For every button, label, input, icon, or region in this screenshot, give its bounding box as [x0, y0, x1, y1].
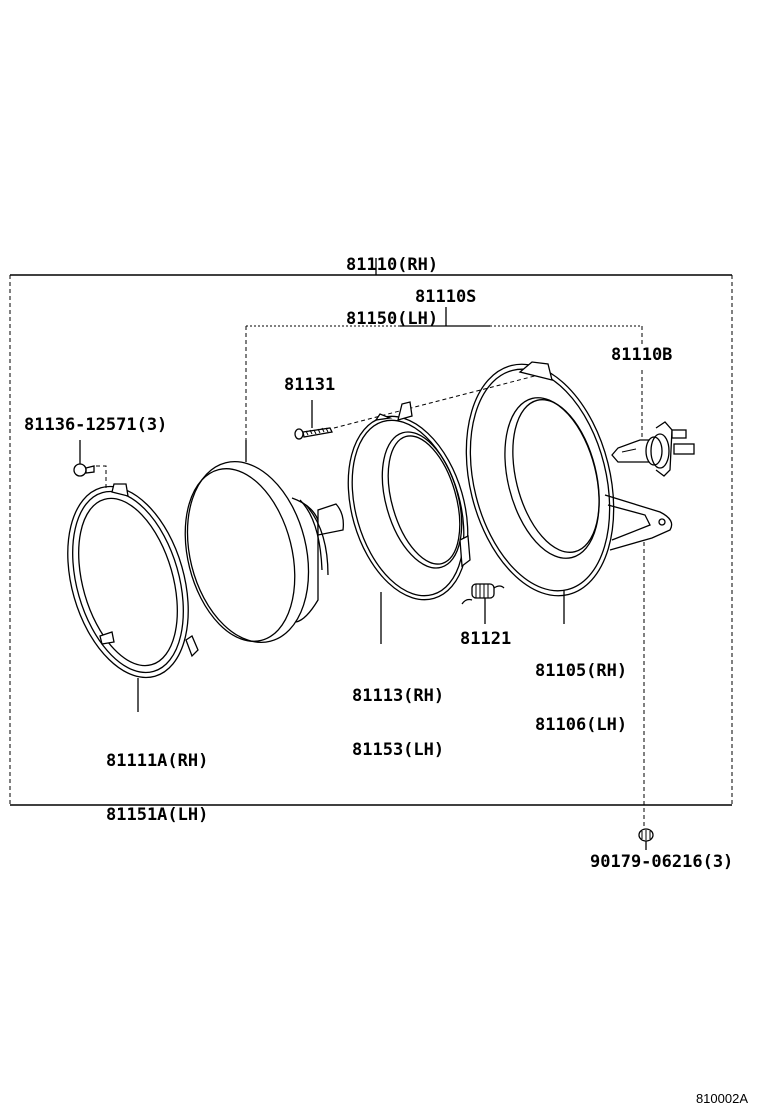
- part-label-ring-screw: 81136-12571(3): [24, 415, 168, 435]
- nut-icon: [638, 828, 654, 850]
- mounting-ring-icon: [347, 401, 471, 644]
- part-label-retaining-ring: 81111A(RH) 81151A(LH): [106, 716, 208, 860]
- part-label-adjusting-screw: 81131: [284, 375, 336, 395]
- retaining-ring-rh: 81111A(RH): [106, 751, 209, 771]
- sealed-beam-icon: [184, 440, 344, 644]
- housing-lh: 81106(LH): [535, 715, 628, 735]
- housing-icon: [465, 361, 673, 624]
- part-label-bulb: 81110B: [611, 345, 673, 365]
- bulb-icon: [611, 421, 695, 477]
- subassembly-label: 81110S: [415, 287, 477, 307]
- assembly-frame: [9, 274, 733, 806]
- part-label-spring: 81121: [460, 629, 512, 649]
- assembly-label-rh: 81110(RH): [346, 255, 439, 275]
- part-label-mounting-ring: 81113(RH) 81153(LH): [352, 651, 444, 795]
- part-label-nut: 90179-06216(3): [590, 852, 734, 872]
- adjusting-screw-icon: [294, 371, 551, 440]
- mounting-ring-lh: 81153(LH): [352, 740, 445, 760]
- spring-icon: [461, 583, 505, 624]
- housing-rh: 81105(RH): [535, 661, 628, 681]
- mounting-ring-rh: 81113(RH): [352, 686, 445, 706]
- subassembly-bracket: [245, 307, 643, 462]
- part-label-housing: 81105(RH) 81106(LH): [535, 626, 627, 770]
- reference-code: 810002A: [695, 1091, 748, 1106]
- ring-screw-icon: [73, 440, 107, 490]
- retaining-ring-lh: 81151A(LH): [106, 805, 209, 825]
- retaining-ring-icon: [67, 483, 199, 712]
- assembly-label-lh: 81150(LH): [346, 309, 439, 329]
- assembly-label: 81110(RH) 81150(LH): [346, 220, 438, 364]
